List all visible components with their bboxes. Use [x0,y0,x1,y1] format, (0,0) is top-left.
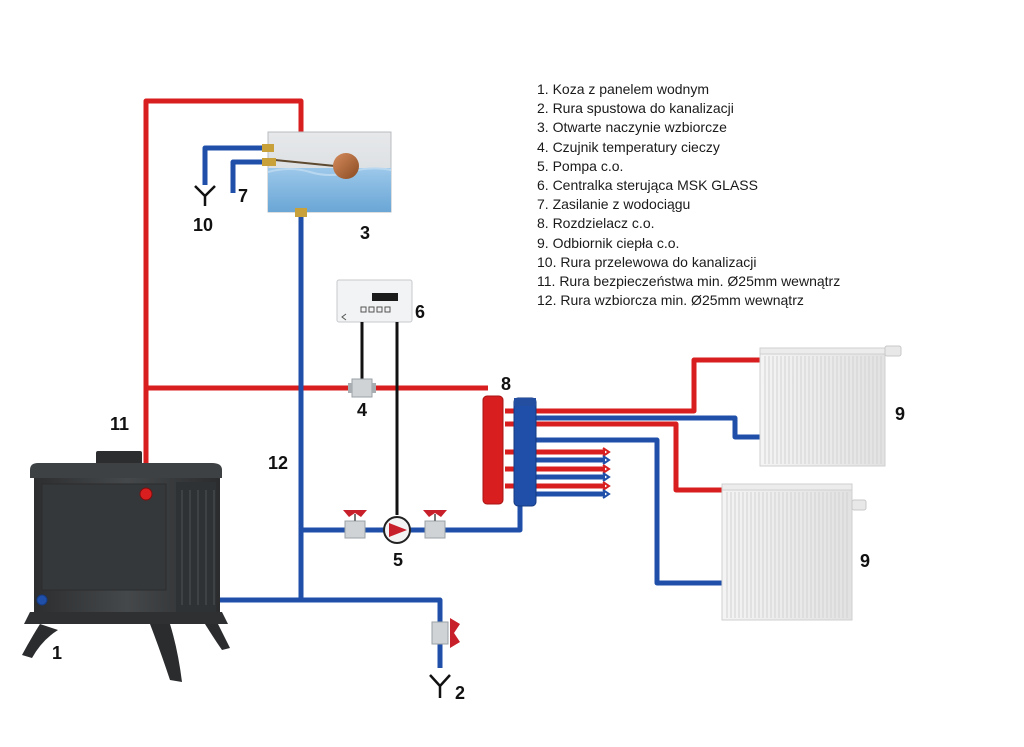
label-tank: 3 [360,223,370,243]
legend-item: 7. Zasilanie z wodociągu [537,196,691,213]
label-radiator-top: 9 [895,404,905,424]
legend-item: 6. Centralka sterująca MSK GLASS [537,177,758,194]
pump-icon [383,516,411,544]
return-radiator-top [535,415,760,440]
controller [336,279,413,323]
legend-item: 3. Otwarte naczynie wzbiorcze [537,119,727,136]
return-pipes [42,145,760,668]
legend-item: 8. Rozdzielacz c.o. [537,215,655,232]
legend-item: 11. Rura bezpieczeństwa min. Ø25mm wewną… [537,273,841,290]
label-stove: 1 [52,643,62,663]
legend-item: 10. Rura przelewowa do kanalizacji [537,253,757,270]
label-drain: 2 [455,683,465,703]
overflow-pipe [202,145,268,185]
float-ball-icon [333,153,359,179]
y-drain-icon [429,674,451,698]
signal-wires [360,322,399,515]
valve-icon [423,510,447,539]
temperature-sensor [348,378,376,398]
radiator-top [759,345,902,467]
legend-item: 4. Czujnik temperatury cieczy [537,138,720,155]
stove [22,451,230,682]
label-safety-pipe: 11 [110,414,129,434]
label-pump: 5 [393,550,403,570]
legend-item: 5. Pompa c.o. [537,157,624,174]
number-labels: 1 2 3 4 5 6 7 8 9 9 10 11 12 [52,186,905,703]
valve-icon [431,618,460,648]
valve-icon [343,510,367,539]
radiator-bottom [721,483,867,621]
legend-item: 2. Rura spustowa do kanalizacji [537,100,734,117]
label-manifold: 8 [501,374,511,394]
legend-item: 1. Koza z panelem wodnym [537,81,709,97]
outlet-arrows [602,447,611,499]
label-water-supply: 7 [238,186,248,206]
pump-line [301,505,523,533]
label-sensor: 4 [357,400,367,420]
expansion-tank [262,131,392,217]
safety-pipe [143,98,304,493]
supply-radiator-bottom [505,421,722,493]
legend-list: 1. Koza z panelem wodnym 2. Rura spustow… [537,80,840,310]
water-supply-pipe [230,159,268,193]
label-expansion-pipe: 12 [268,453,288,473]
manifold [482,395,537,507]
supply-radiator-top [505,357,760,414]
label-radiator-bottom: 9 [860,551,870,571]
legend-item: 9. Odbiornik ciepła c.o. [537,234,680,251]
legend-item: 12. Rura wzbiorcza min. Ø25mm wewnątrz [537,292,804,309]
y-drain-icon [194,185,216,206]
label-controller: 6 [415,302,425,322]
label-overflow: 10 [193,215,213,235]
return-radiator-bottom [535,437,722,586]
